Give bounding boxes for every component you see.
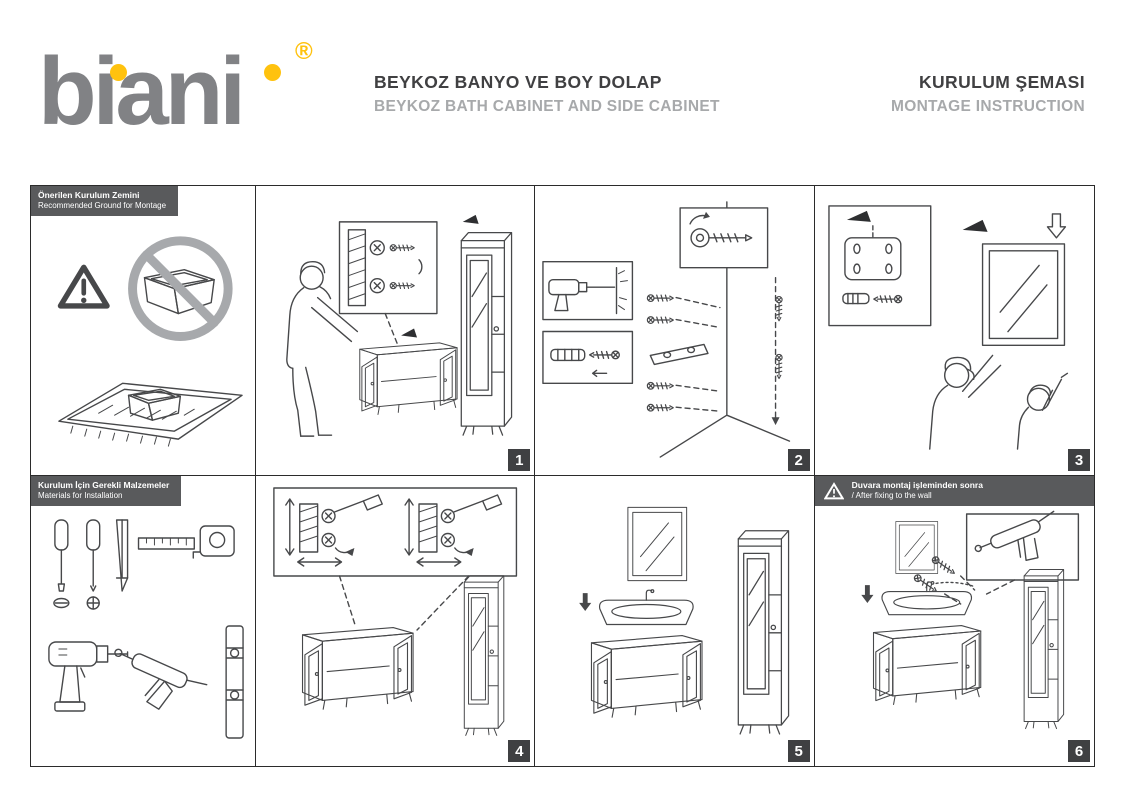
product-titles: BEYKOZ BANYO VE BOY DOLAP BEYKOZ BATH CA…: [374, 72, 720, 116]
step6-note-tr: Duvara montaj işleminden sonra: [851, 480, 983, 491]
step-1-illustration: [286, 214, 513, 437]
fixing-screws: [912, 554, 975, 605]
document-titles: KURULUM ŞEMASI MONTAGE INSTRUCTION: [891, 72, 1085, 116]
step-number-badge: 5: [787, 740, 810, 762]
pencil-icon: [115, 519, 129, 592]
screw-washer-inset: [679, 207, 769, 269]
logo-i-dot: [264, 64, 281, 81]
side-cabinet-drawing: [463, 575, 505, 736]
instruction-grid: Önerilen Kurulum Zemini Recommended Grou…: [30, 185, 1095, 767]
folding-ruler-icon: [137, 537, 195, 550]
product-title-en: BEYKOZ BATH CABINET AND SIDE CABINET: [374, 98, 720, 115]
side-cabinet-drawing: [737, 530, 790, 735]
hinge-detail-inset: [338, 221, 438, 315]
mount-wedge: [962, 219, 988, 232]
ground-illustration: [31, 236, 243, 447]
flat-screwdriver-icon: [53, 519, 70, 609]
ground-title-en: Recommended Ground for Montage: [38, 201, 167, 211]
tape-measure-icon: [192, 525, 235, 559]
step-number-badge: 2: [787, 449, 810, 471]
spirit-level-icon: [225, 625, 244, 739]
side-cabinet-drawing: [1023, 569, 1064, 730]
step-6-note: Duvara montaj işleminden sonra / After f…: [852, 480, 983, 501]
panel-step-1: 1: [256, 186, 536, 476]
drill-icon: [48, 641, 129, 712]
down-arrow-outline: [1046, 213, 1066, 239]
step-number-badge: 1: [508, 449, 531, 471]
installer-person: [286, 261, 359, 437]
logo-text: biani: [38, 38, 246, 145]
person-right: [1016, 372, 1068, 450]
step-number-badge: 6: [1068, 740, 1090, 762]
ground-panel-header: Önerilen Kurulum Zemini Recommended Grou…: [31, 186, 179, 217]
silicone-bead: [931, 581, 973, 587]
ground-title-tr: Önerilen Kurulum Zemini: [38, 190, 140, 200]
side-wall-screws: [771, 276, 784, 426]
hinge-adjust-inset: [273, 487, 518, 577]
logo-i-dot: [110, 64, 127, 81]
mirror-drawing: [895, 521, 938, 574]
mirror-drawing: [981, 243, 1065, 346]
wall-screws: [647, 294, 721, 412]
box-on-rug: [58, 382, 243, 447]
materials-title-tr: Kurulum İçin Gerekli Malzemeler: [38, 480, 170, 490]
brand-logo: biani ®: [38, 36, 338, 152]
drill-detail-inset: [542, 261, 634, 321]
bracket-detail-inset: [827, 205, 932, 327]
panel-step-4: 4: [256, 476, 536, 766]
mirror-drawing: [627, 506, 688, 582]
step-3-illustration: [827, 205, 1068, 450]
step-4-illustration: [273, 487, 518, 736]
dowel-detail-inset: [542, 330, 634, 385]
header: biani ® BEYKOZ BANYO VE BOY DOLAP BEYKOZ…: [38, 34, 1085, 154]
wall-bracket: [649, 343, 709, 366]
panel-materials: Kurulum İçin Gerekli Malzemeler Material…: [31, 476, 256, 766]
bath-cabinet-drawing: [359, 342, 458, 415]
phillips-screwdriver-icon: [86, 519, 101, 610]
bath-cabinet-drawing: [591, 635, 703, 718]
materials-title-en: Materials for Installation: [38, 491, 123, 501]
panel-ground: Önerilen Kurulum Zemini Recommended Grou…: [31, 186, 256, 476]
step-2-illustration: [542, 201, 791, 458]
materials-panel-header: Kurulum İçin Gerekli Malzemeler Material…: [31, 476, 182, 507]
place-down-arrow: [860, 584, 874, 604]
mount-wedge: [462, 214, 479, 224]
warning-triangle-icon: [823, 483, 844, 500]
silicone-gun: [974, 510, 1055, 562]
prohibited-loose-drawer: [128, 236, 233, 341]
document-title-en: MONTAGE INSTRUCTION: [891, 98, 1085, 115]
step-6-note-bar: Duvara montaj işleminden sonra / After f…: [814, 476, 1094, 506]
panel-step-6: Duvara montaj işleminden sonra / After f…: [814, 476, 1094, 766]
registered-trademark: ®: [295, 38, 313, 65]
step-number-badge: 3: [1068, 449, 1090, 471]
mount-wedge: [401, 328, 418, 338]
place-down-arrow: [578, 592, 593, 612]
bath-cabinet-drawing: [301, 627, 414, 710]
person-left: [928, 354, 1001, 450]
silicone-inset: [965, 510, 1079, 595]
side-cabinet-drawing: [460, 231, 513, 436]
document-title-tr: KURULUM ŞEMASI: [918, 72, 1085, 92]
bath-cabinet-drawing: [872, 625, 981, 706]
step-6-illustration: [860, 510, 1079, 730]
caulking-gun-icon: [114, 648, 208, 710]
step-number-badge: 4: [508, 740, 531, 762]
washbasin-drawing: [881, 580, 972, 616]
washbasin-drawing: [599, 589, 695, 626]
warning-triangle-icon: [60, 267, 107, 306]
panel-step-5: 5: [535, 476, 815, 766]
step-5-illustration: [578, 506, 790, 735]
product-title-tr: BEYKOZ BANYO VE BOY DOLAP: [374, 72, 662, 92]
panel-step-2: 2: [535, 186, 815, 476]
panel-step-3: 3: [814, 186, 1094, 476]
step6-note-en: / After fixing to the wall: [851, 491, 932, 501]
materials-illustration: [48, 519, 244, 739]
